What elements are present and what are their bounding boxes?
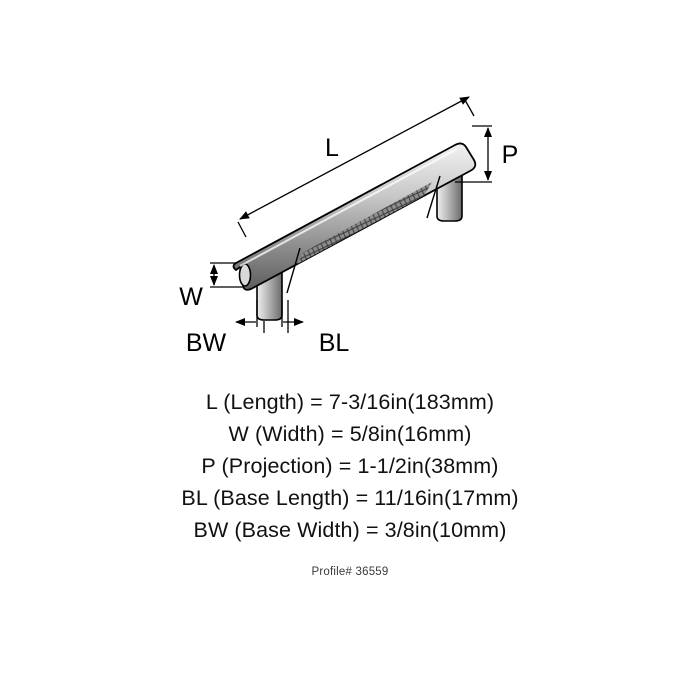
dimension-labels: L P W BW BL bbox=[179, 134, 518, 357]
spec-base-width: BW (Base Width) = 3/8in(10mm) bbox=[193, 518, 507, 542]
label-length: L bbox=[325, 134, 339, 162]
spec-width: W (Width) = 5/8in(16mm) bbox=[228, 422, 472, 446]
specification-list: L (Length) = 7-3/16in(183mm) W (Width) =… bbox=[0, 386, 700, 546]
pull-illustration bbox=[232, 142, 477, 321]
label-width: W bbox=[179, 283, 203, 311]
l-ext-left bbox=[237, 221, 247, 238]
profile-number: Profile# 36559 bbox=[311, 566, 389, 578]
label-base-width: BW bbox=[186, 329, 227, 357]
dimension-lines bbox=[210, 96, 492, 333]
l-ext-right bbox=[464, 99, 475, 117]
spec-projection: P (Projection) = 1-1/2in(38mm) bbox=[201, 454, 499, 478]
l-dim-line bbox=[239, 96, 470, 220]
spec-base-length: BL (Base Length) = 11/16in(17mm) bbox=[181, 486, 519, 510]
spec-length: L (Length) = 7-3/16in(183mm) bbox=[205, 390, 495, 414]
label-base-length: BL bbox=[319, 329, 350, 357]
label-projection: P bbox=[502, 141, 519, 169]
